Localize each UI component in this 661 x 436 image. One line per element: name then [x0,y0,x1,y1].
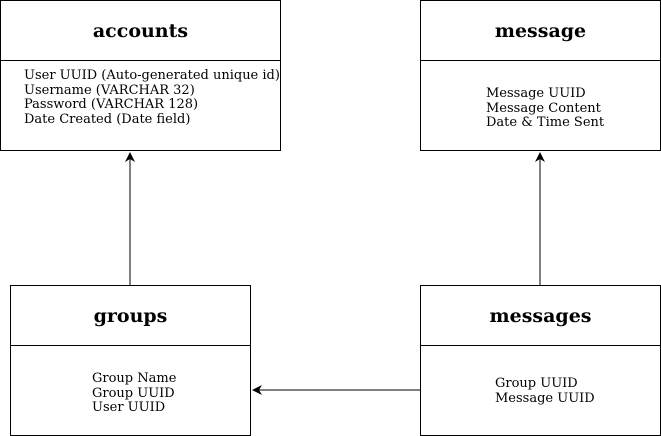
entity-title: messages [421,286,660,346]
field-group-name: Group Name [92,371,177,386]
field-user-uuid: User UUID (Auto-generated unique id) [24,68,280,83]
field-password: Password (VARCHAR 128) [24,97,199,113]
entity-fields: Message UUID Message Content Date & Time… [421,61,660,150]
field-date-created: Date Created (Date field) [24,111,191,127]
field-message-content: Message Content [486,100,601,116]
field-group-uuid: Group UUID [495,376,578,391]
entity-fields: User UUID (Auto-generated unique id) Use… [1,61,280,150]
entity-accounts[interactable]: accounts User UUID (Auto-generated uniqu… [0,0,281,151]
entity-messages[interactable]: messages Group UUID Message UUID [420,285,661,436]
field-user-uuid: User UUID [92,400,166,416]
entity-fields: Group UUID Message UUID [421,346,660,435]
entity-message[interactable]: message Message UUID Message Content Dat… [420,0,661,151]
entity-groups[interactable]: groups Group Name Group UUID User UUID [10,285,251,436]
field-group-uuid: Group UUID [92,385,175,401]
entity-title: groups [11,286,250,346]
entity-title: accounts [1,1,280,61]
field-username: Username (VARCHAR 32) [24,82,195,98]
field-message-uuid: Message UUID [495,390,595,406]
entity-title: message [421,1,660,61]
field-message-uuid: Message UUID [486,86,586,101]
field-date-time-sent: Date & Time Sent [486,115,605,131]
entity-fields: Group Name Group UUID User UUID [11,346,250,435]
